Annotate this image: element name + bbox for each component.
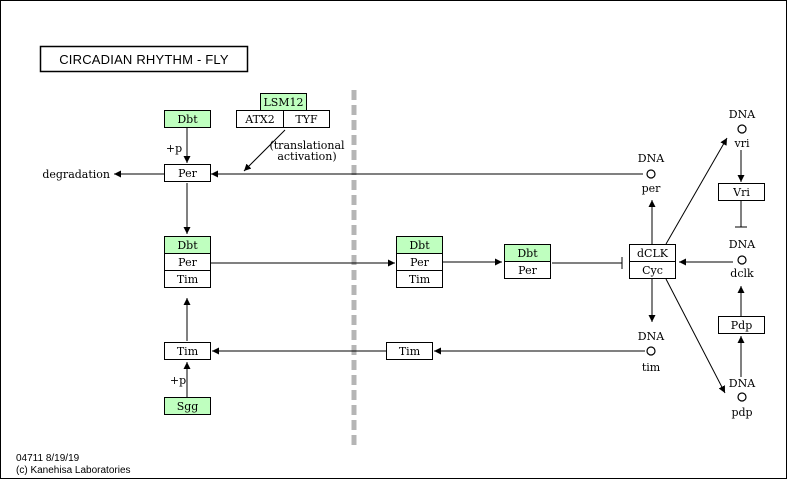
gene-tim-left[interactable]: Tim <box>164 342 211 360</box>
gene-per-complex-left[interactable]: Per <box>164 253 211 271</box>
svg-text:Tim: Tim <box>399 345 421 358</box>
gene-tim-mid[interactable]: Tim <box>386 342 433 360</box>
svg-text:DNA: DNA <box>729 377 756 390</box>
svg-text:Tim: Tim <box>409 273 431 286</box>
dna-per[interactable]: DNA per <box>638 152 665 195</box>
gene-per-top[interactable]: Per <box>164 164 211 182</box>
svg-text:DNA: DNA <box>729 238 756 251</box>
complex-lsm12-atx2-tyf: LSM12 ATX2 TYF <box>236 93 330 128</box>
svg-text:pdp: pdp <box>731 406 752 419</box>
dna-pdp[interactable]: DNA pdp <box>729 377 756 419</box>
svg-text:Sgg: Sgg <box>177 400 199 413</box>
dna-clk-circle <box>737 255 747 265</box>
svg-text:Vri: Vri <box>732 186 750 199</box>
svg-text:Dbt: Dbt <box>517 247 538 260</box>
gene-dbt-complex-mid[interactable]: Dbt <box>396 236 443 254</box>
gene-pdp[interactable]: Pdp <box>718 316 765 334</box>
complex-dclk-cyc: dCLK Cyc <box>629 244 676 279</box>
complex-dbt-per-right: Dbt Per <box>504 244 551 279</box>
svg-text:Tim: Tim <box>177 273 199 286</box>
diagram-title: CIRCADIAN RHYTHM - FLY <box>39 45 249 73</box>
translational-activation-label: (translational <box>269 139 345 152</box>
dna-vri-circle <box>737 124 747 134</box>
edge-atx2-per <box>243 129 286 172</box>
svg-text:TYF: TYF <box>295 113 318 126</box>
footer-copyright: (c) Kanehisa Laboratories <box>16 465 131 476</box>
gene-per-right[interactable]: Per <box>504 261 551 279</box>
gene-dbt-complex-left[interactable]: Dbt <box>164 236 211 254</box>
svg-text:Per: Per <box>178 256 197 269</box>
dna-pdp-circle <box>737 392 747 402</box>
edge-clk-dnavri <box>665 137 728 245</box>
degradation-label: degradation <box>42 168 110 181</box>
phosphorylation-label-bottom: +p <box>170 374 186 387</box>
svg-text:Pdp: Pdp <box>731 319 752 332</box>
svg-text:tim: tim <box>642 361 661 374</box>
phosphorylation-label: +p <box>166 142 182 155</box>
dna-clk[interactable]: DNA dclk <box>729 238 756 280</box>
footer-id-date: 04711 8/19/19 <box>16 453 80 464</box>
translational-activation-label-2: activation) <box>277 150 336 163</box>
gene-sgg[interactable]: Sgg <box>164 397 211 415</box>
svg-text:Per: Per <box>518 264 537 277</box>
svg-text:Dbt: Dbt <box>177 239 198 252</box>
svg-text:Dbt: Dbt <box>409 239 430 252</box>
gene-tim-complex-mid[interactable]: Tim <box>396 270 443 288</box>
svg-text:dCLK: dCLK <box>637 247 669 260</box>
edge-clk-dnapdp <box>665 278 726 394</box>
svg-text:CIRCADIAN RHYTHM - FLY: CIRCADIAN RHYTHM - FLY <box>59 52 229 67</box>
dna-vri[interactable]: DNA vri <box>729 108 756 150</box>
svg-text:DNA: DNA <box>638 152 665 165</box>
gene-atx2[interactable]: ATX2 <box>236 110 284 128</box>
dna-tim-circle <box>646 346 656 356</box>
dna-tim[interactable]: DNA tim <box>638 330 665 374</box>
svg-text:Dbt: Dbt <box>177 113 198 126</box>
svg-text:LSM12: LSM12 <box>263 96 303 109</box>
gene-cyc[interactable]: Cyc <box>629 261 676 279</box>
svg-text:DNA: DNA <box>729 108 756 121</box>
svg-text:per: per <box>642 182 662 195</box>
edges <box>114 128 747 397</box>
gene-dclk[interactable]: dCLK <box>629 244 676 262</box>
svg-text:Cyc: Cyc <box>642 264 663 277</box>
svg-text:ATX2: ATX2 <box>244 113 275 126</box>
complex-dbt-per-tim-left: Dbt Per Tim <box>164 236 211 288</box>
gene-per-complex-mid[interactable]: Per <box>396 253 443 271</box>
svg-text:Tim: Tim <box>177 345 199 358</box>
gene-vri[interactable]: Vri <box>718 183 765 201</box>
dna-per-circle <box>646 169 656 179</box>
svg-text:vri: vri <box>734 137 750 150</box>
svg-text:dclk: dclk <box>730 267 754 280</box>
gene-lsm12[interactable]: LSM12 <box>260 93 307 111</box>
gene-tyf[interactable]: TYF <box>283 110 330 128</box>
gene-dbt-top[interactable]: Dbt <box>164 110 211 128</box>
svg-text:DNA: DNA <box>638 330 665 343</box>
svg-text:Per: Per <box>178 167 197 180</box>
svg-text:Per: Per <box>410 256 429 269</box>
complex-dbt-per-tim-mid: Dbt Per Tim <box>396 236 443 288</box>
gene-dbt-right[interactable]: Dbt <box>504 244 551 262</box>
gene-tim-complex-left[interactable]: Tim <box>164 270 211 288</box>
